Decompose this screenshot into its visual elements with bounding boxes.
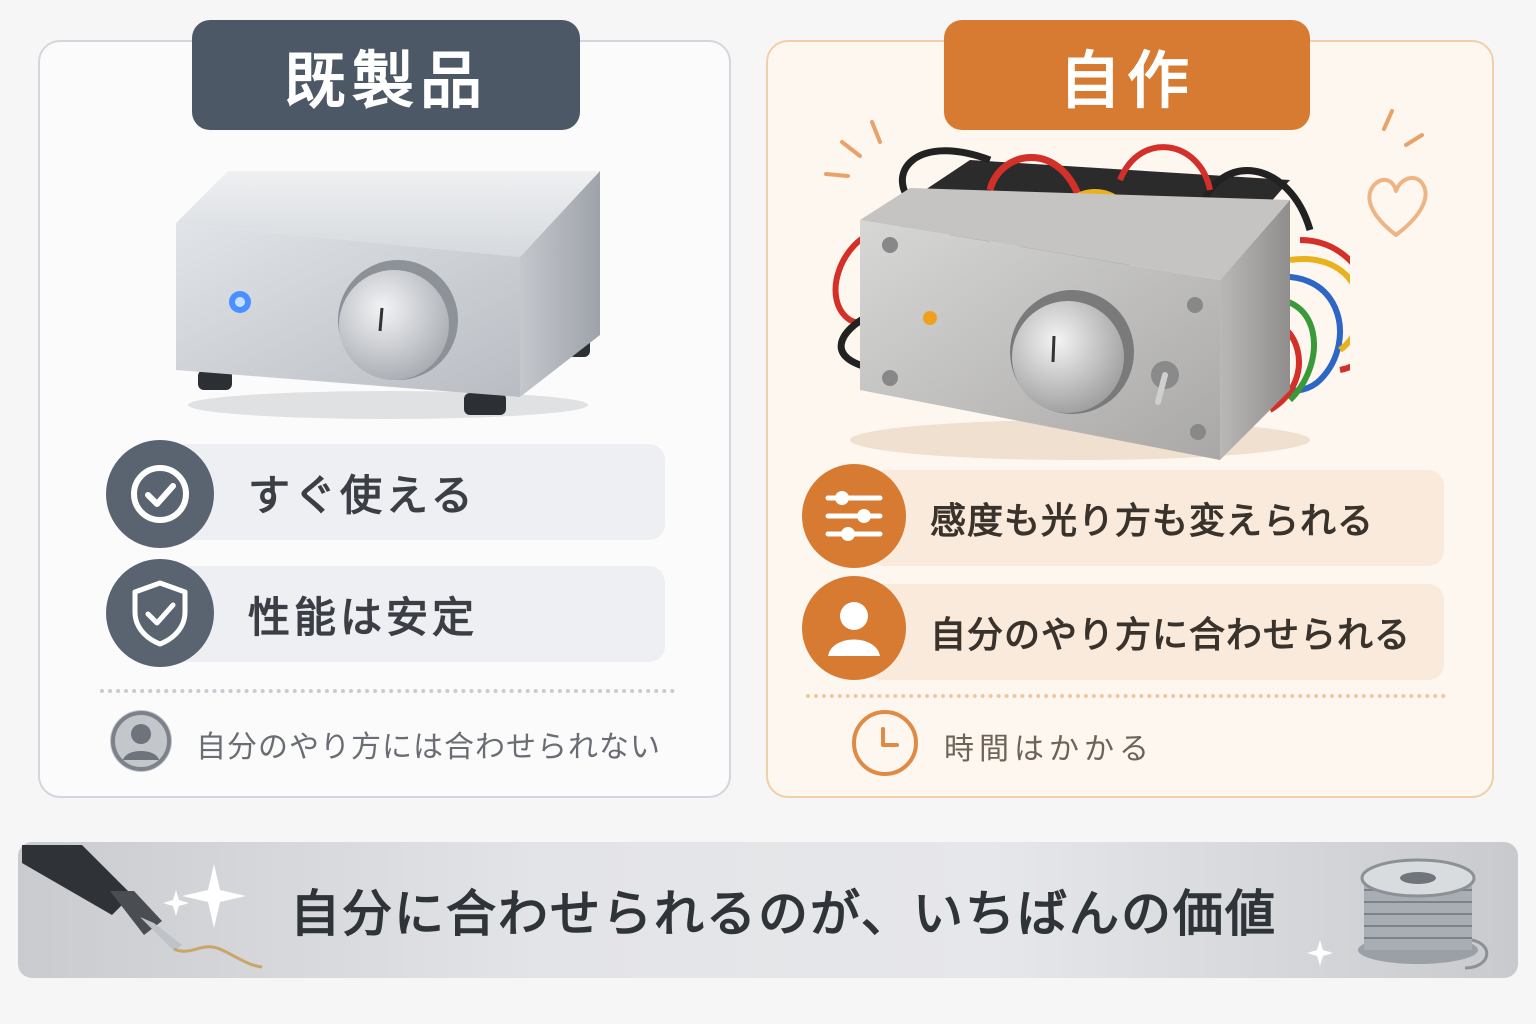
readymade-drawback: 自分のやり方には合わせられない bbox=[196, 730, 661, 765]
person-icon bbox=[110, 710, 172, 772]
person-icon bbox=[802, 576, 906, 680]
diy-drawback: 時間はかかる bbox=[944, 732, 1154, 767]
readymade-panel bbox=[38, 40, 731, 798]
heart-icon bbox=[1367, 109, 1428, 237]
conclusion-text: 自分に合わせられるのが、いちばんの価値 bbox=[290, 885, 1277, 943]
diy-badge: 自作 bbox=[944, 20, 1310, 130]
clock-icon bbox=[852, 710, 918, 776]
feature-label: 性能は安定 bbox=[248, 592, 479, 642]
feature-stable-performance: 性能は安定 bbox=[170, 566, 665, 662]
check-circle-icon bbox=[106, 440, 214, 548]
feature-customizable-sensitivity: 感度も光り方も変えられる bbox=[866, 470, 1444, 566]
readymade-amp-illustration bbox=[176, 171, 600, 419]
feature-fits-your-way: 自分のやり方に合わせられる bbox=[866, 584, 1444, 680]
solder-spool-icon bbox=[1307, 858, 1489, 970]
diy-amp-illustration bbox=[832, 144, 1350, 460]
sliders-icon bbox=[802, 464, 906, 568]
feature-label: すぐ使える bbox=[248, 470, 477, 520]
feature-label: 感度も光り方も変えられる bbox=[930, 501, 1375, 542]
sparkle-icon bbox=[163, 864, 246, 928]
conclusion-banner bbox=[18, 842, 1518, 978]
divider bbox=[100, 689, 675, 693]
soldering-iron-icon bbox=[22, 845, 263, 969]
sparkle-lines-icon bbox=[824, 120, 882, 178]
readymade-badge: 既製品 bbox=[192, 20, 580, 130]
feature-ready-to-use: すぐ使える bbox=[170, 444, 665, 540]
shield-check-icon bbox=[106, 559, 214, 667]
feature-label: 自分のやり方に合わせられる bbox=[930, 615, 1412, 656]
divider bbox=[806, 694, 1446, 698]
